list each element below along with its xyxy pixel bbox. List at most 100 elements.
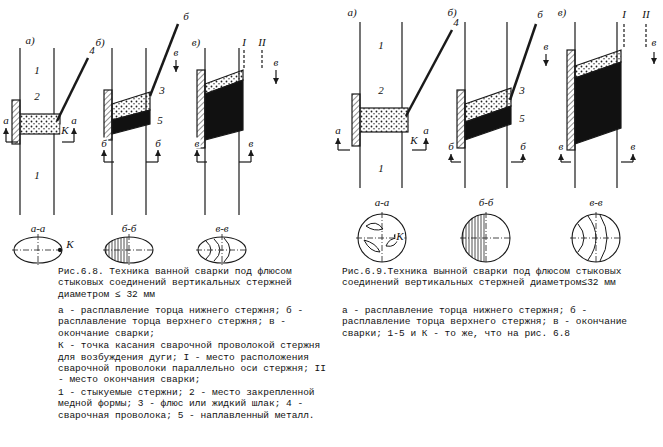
section-label: б-б xyxy=(478,197,495,208)
callout-label: в xyxy=(248,138,255,149)
callout-label: 1 xyxy=(33,65,41,76)
callout-label: 2 xyxy=(377,85,385,96)
section-label: а-а xyxy=(374,197,391,208)
callout-label: в xyxy=(543,41,550,52)
bar-joint-b-large-part xyxy=(451,161,461,162)
callout-label: К xyxy=(65,239,74,250)
callout-label: 5 xyxy=(156,115,164,126)
bar-joint-v-small-part xyxy=(261,50,262,70)
callout-label: а xyxy=(422,125,430,136)
bar-joint-a-small-part xyxy=(5,128,6,142)
bar-joint-v-large-part xyxy=(623,24,624,48)
section-views-large-part xyxy=(356,212,408,264)
callout-label: 3 xyxy=(158,85,166,96)
legend-note: К - точка касания сварочной проволокой с… xyxy=(58,340,334,386)
section-views-small-part xyxy=(103,234,155,266)
bar-joint-v-small-part xyxy=(239,161,251,162)
callout-label: б xyxy=(154,138,162,149)
callout-label: в xyxy=(558,141,565,152)
section-views-large-part xyxy=(460,212,512,264)
bar-joint-a-large-part xyxy=(337,138,338,150)
bar-joint-a-large-part xyxy=(359,22,360,108)
callout-label: а xyxy=(334,125,342,136)
section-views-large-part xyxy=(570,212,622,264)
section-label: в-в xyxy=(588,197,603,208)
callout-label: в xyxy=(630,141,637,152)
callout-label: К xyxy=(395,231,404,242)
bar-joint-v-small-part xyxy=(243,50,244,70)
bar-joint-b-small-part xyxy=(112,110,150,134)
bar-joint-a-small-part xyxy=(53,134,54,215)
bar-joint-a-large-part xyxy=(359,132,360,188)
callout-label: 2 xyxy=(33,91,41,102)
bar-joint-a-large-part xyxy=(406,30,452,116)
callout-label: а) xyxy=(24,35,35,46)
bar-joint-v-large-part xyxy=(653,52,654,64)
bar-joint-b-large-part xyxy=(450,154,451,162)
legend-column: а - расплавление торца нижнего стержня; … xyxy=(58,305,334,422)
bar-joint-a-small-part xyxy=(53,48,54,114)
bar-joint-v-large-part xyxy=(632,154,633,162)
section-label: б-б xyxy=(121,223,138,234)
callout-label: 4 xyxy=(452,17,460,28)
legend-note: а - расплавление торца нижнего стержня; … xyxy=(342,305,656,339)
callout-label: а xyxy=(2,115,10,126)
bar-joint-v-large-part xyxy=(645,24,646,48)
bar-joint-b-small-part xyxy=(103,150,104,162)
callout-label: К xyxy=(60,125,69,136)
bar-joint-b-large-part xyxy=(522,154,523,162)
callout-label: К xyxy=(409,135,418,146)
callout-label: б) xyxy=(446,7,457,18)
legend-column: а - расплавление торца нижнего стержня; … xyxy=(342,305,656,340)
bar-joint-a-large xyxy=(338,22,452,188)
bar-joint-b-small-part xyxy=(146,161,158,162)
bar-joint-v-small-part xyxy=(205,80,243,140)
bar-joint-b-large-part xyxy=(510,24,536,100)
callout-label: 1 xyxy=(377,163,385,174)
section-label: в-в xyxy=(214,223,229,234)
callout-label: а) xyxy=(346,7,357,18)
bar-joint-v-small-part xyxy=(197,70,205,148)
callout-label: в xyxy=(194,138,201,149)
bar-joint-b-small-part xyxy=(175,60,176,72)
bar-joint-b-small-part xyxy=(145,48,146,215)
section-views-small xyxy=(12,234,248,266)
bar-joint-b-small xyxy=(104,24,178,215)
callout-label: 1 xyxy=(377,40,385,51)
callout-label: 5 xyxy=(518,113,526,124)
bar-joint-a-large-part xyxy=(401,22,402,108)
bar-joint-a-small-part xyxy=(57,58,88,121)
callout-label: II xyxy=(257,37,266,48)
section-views-small-part xyxy=(12,234,64,266)
bar-joint-b-large-part xyxy=(545,54,546,66)
bar-joint-b-small-part xyxy=(104,90,112,140)
section-views-small-part xyxy=(196,234,248,266)
bar-joint-a-small-part xyxy=(6,141,18,142)
callout-label: в xyxy=(173,47,180,58)
bar-joint-v-large-part xyxy=(567,50,575,150)
bar-joint-v-small-part xyxy=(196,150,197,162)
callout-label: в) xyxy=(557,7,567,18)
callout-label: I xyxy=(621,9,627,20)
callout-label: б xyxy=(447,141,455,152)
bar-joint-v-small-part xyxy=(275,70,276,84)
bar-joint-b-small-part xyxy=(157,150,158,162)
figure-caption: Рис.6.9.Техника вынной сварки под флюсом… xyxy=(342,266,656,289)
bar-joint-a-small xyxy=(6,48,88,215)
callout-label: б) xyxy=(94,37,105,48)
bar-joint-v-large-part xyxy=(560,154,561,162)
callout-label: б xyxy=(100,138,108,149)
bar-joint-a-small-part xyxy=(20,114,60,134)
bar-joint-a-small-part xyxy=(12,100,20,144)
bar-joint-v-large-part xyxy=(621,161,633,162)
bar-joint-b-large-part xyxy=(465,106,511,140)
bar-joint-v-small-part xyxy=(197,161,207,162)
bar-joint-a-large-part xyxy=(412,149,426,150)
bar-joint-a-large-part xyxy=(360,108,408,132)
bar-joint-v-large-part xyxy=(575,62,621,144)
section-views-large-part xyxy=(364,223,398,252)
legend-note: 1 - стыкуемые стержни; 2 - место закрепл… xyxy=(58,387,334,421)
bar-joint-a-large-part xyxy=(401,132,402,188)
callout-label: б xyxy=(182,11,190,22)
legend-note: а - расплавление торца нижнего стержня; … xyxy=(58,305,334,339)
